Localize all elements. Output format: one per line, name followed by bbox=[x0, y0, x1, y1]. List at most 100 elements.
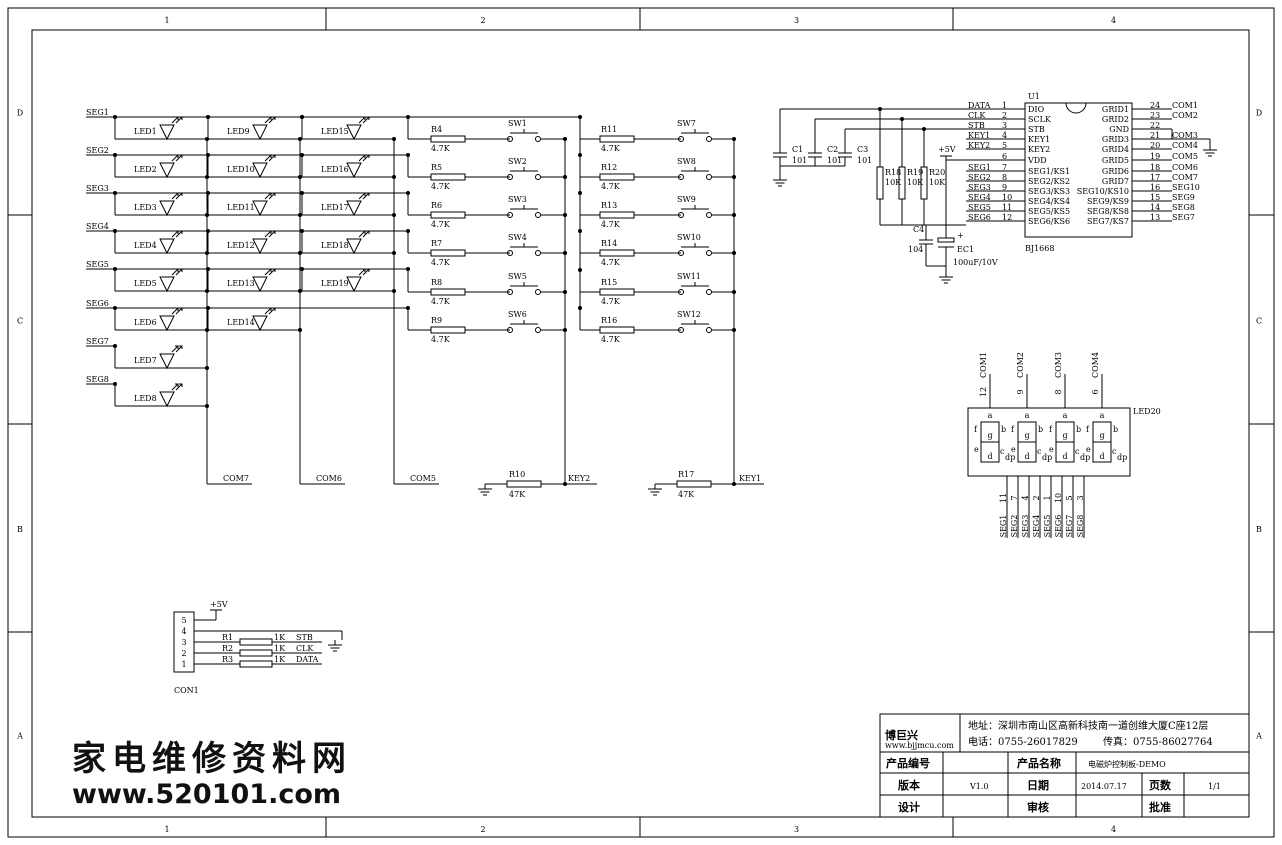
led-LED15 bbox=[346, 116, 370, 141]
switch-contact bbox=[706, 327, 712, 333]
junction-dot bbox=[113, 306, 117, 310]
resistor-R6 bbox=[430, 211, 466, 219]
display-pin-number: 3 bbox=[1076, 495, 1085, 500]
cap-value: 101 bbox=[827, 156, 842, 165]
resistor-ref: R18 bbox=[885, 168, 901, 177]
ic-pin-name: SEG4/KS4 bbox=[1028, 197, 1070, 206]
segment-name: g bbox=[1099, 431, 1104, 440]
switch-contact bbox=[535, 250, 541, 256]
emission-arrow bbox=[358, 116, 366, 124]
ic-net-label: COM6 bbox=[1172, 163, 1198, 172]
segment-name: f bbox=[1086, 425, 1090, 434]
version-value: V1.0 bbox=[969, 782, 989, 791]
display-body bbox=[967, 407, 1131, 477]
led-ref: LED8 bbox=[134, 394, 157, 403]
led-LED17 bbox=[346, 192, 370, 217]
arrow-head bbox=[179, 116, 183, 120]
label-product-name: 产品名称 bbox=[1017, 756, 1061, 770]
ic-pin-name: GRID1 bbox=[1102, 105, 1129, 114]
display-pin-number: 10 bbox=[1054, 493, 1063, 503]
segment-name: g bbox=[1062, 431, 1067, 440]
resistor-value: 10K bbox=[907, 178, 924, 187]
ic-pin-name: SCLK bbox=[1028, 115, 1052, 124]
emission-arrow bbox=[175, 383, 183, 391]
frame-row-label: A bbox=[16, 732, 23, 741]
resistor-ref: R10 bbox=[509, 470, 525, 479]
ic-net-label: SEG3 bbox=[968, 183, 991, 192]
connector-pin-number: 3 bbox=[181, 638, 186, 647]
switch-contact bbox=[706, 212, 712, 218]
arrow-head bbox=[175, 383, 179, 387]
segment-name: d bbox=[1099, 452, 1104, 461]
junction-dot bbox=[406, 153, 410, 157]
ic-net-label: SEG6 bbox=[968, 213, 991, 222]
resistor-ref: R14 bbox=[601, 239, 617, 248]
emission-arrow bbox=[358, 154, 366, 162]
segment-name: a bbox=[988, 411, 993, 420]
resistor-value: 4.7K bbox=[601, 297, 621, 306]
junction-dot bbox=[113, 153, 117, 157]
segment-name: e bbox=[1049, 445, 1054, 454]
ic-part: BJ1668 bbox=[1025, 244, 1054, 253]
resistor-ref: R7 bbox=[431, 239, 442, 248]
ground-symbol bbox=[773, 175, 787, 187]
arrow-head bbox=[272, 230, 276, 234]
segment-name: dp bbox=[1042, 453, 1052, 462]
junction-dot bbox=[113, 344, 117, 348]
emission-arrow bbox=[171, 345, 179, 353]
switch-contact bbox=[507, 250, 513, 256]
arrow-head bbox=[268, 230, 272, 234]
ground-symbol bbox=[939, 272, 953, 284]
seg-net-label: SEG6 bbox=[86, 299, 109, 308]
switch-contact bbox=[706, 250, 712, 256]
display-pin-number: 7 bbox=[1010, 495, 1019, 500]
emission-arrow bbox=[171, 116, 179, 124]
emission-arrow bbox=[264, 230, 272, 238]
ic-net-label: SEG9 bbox=[1172, 193, 1195, 202]
frame-column-label: 2 bbox=[480, 825, 485, 834]
resistor-R16 bbox=[599, 326, 635, 334]
junction-dot bbox=[578, 153, 582, 157]
company-fax: 传真：0755-86027764 bbox=[1103, 735, 1213, 748]
frame-row-label: C bbox=[1256, 317, 1262, 326]
ic-pin-name: SEG9/KS9 bbox=[1087, 197, 1129, 206]
display-seg-label: SEG5 bbox=[1043, 515, 1052, 538]
resistor-R2 bbox=[239, 649, 273, 657]
cap-ref: EC1 bbox=[957, 245, 974, 254]
emission-arrow bbox=[171, 307, 179, 315]
led-LED7 bbox=[159, 345, 183, 370]
resistor-value: 47K bbox=[509, 490, 526, 499]
emission-arrow bbox=[358, 230, 366, 238]
junction-dot bbox=[406, 306, 410, 310]
switch-contact bbox=[507, 289, 513, 295]
junction-dot bbox=[406, 115, 410, 119]
resistor-R11 bbox=[599, 135, 635, 143]
resistor-R12 bbox=[599, 173, 635, 181]
frame-row-label: A bbox=[1255, 732, 1262, 741]
arrow-head bbox=[366, 192, 370, 196]
resistor-ref: R3 bbox=[222, 655, 233, 664]
led-ref: LED12 bbox=[227, 241, 255, 250]
cap-ref: C1 bbox=[792, 145, 803, 154]
display-pin-number: 12 bbox=[979, 387, 988, 397]
ic-pin-number: 11 bbox=[1002, 203, 1012, 212]
switch-contact bbox=[678, 250, 684, 256]
emission-arrow bbox=[175, 230, 183, 238]
label-design: 设计 bbox=[898, 800, 920, 814]
ic-pin-name: SEG2/KS2 bbox=[1028, 177, 1070, 186]
switch-contact bbox=[706, 289, 712, 295]
arrow-head bbox=[272, 116, 276, 120]
ic-net-label: COM2 bbox=[1172, 111, 1198, 120]
emission-arrow bbox=[175, 345, 183, 353]
led-ref: LED1 bbox=[134, 127, 157, 136]
segment-name: c bbox=[1000, 447, 1005, 456]
ic-net-label: SEG1 bbox=[968, 163, 991, 172]
switch-SW6 bbox=[507, 320, 541, 333]
emission-arrow bbox=[175, 268, 183, 276]
segment-name: f bbox=[974, 425, 978, 434]
arrow-head bbox=[272, 307, 276, 311]
switch-ref: SW10 bbox=[677, 233, 701, 242]
resistor-R18 bbox=[876, 166, 884, 200]
junction-dot bbox=[300, 191, 304, 195]
cap-value: 101 bbox=[857, 156, 872, 165]
